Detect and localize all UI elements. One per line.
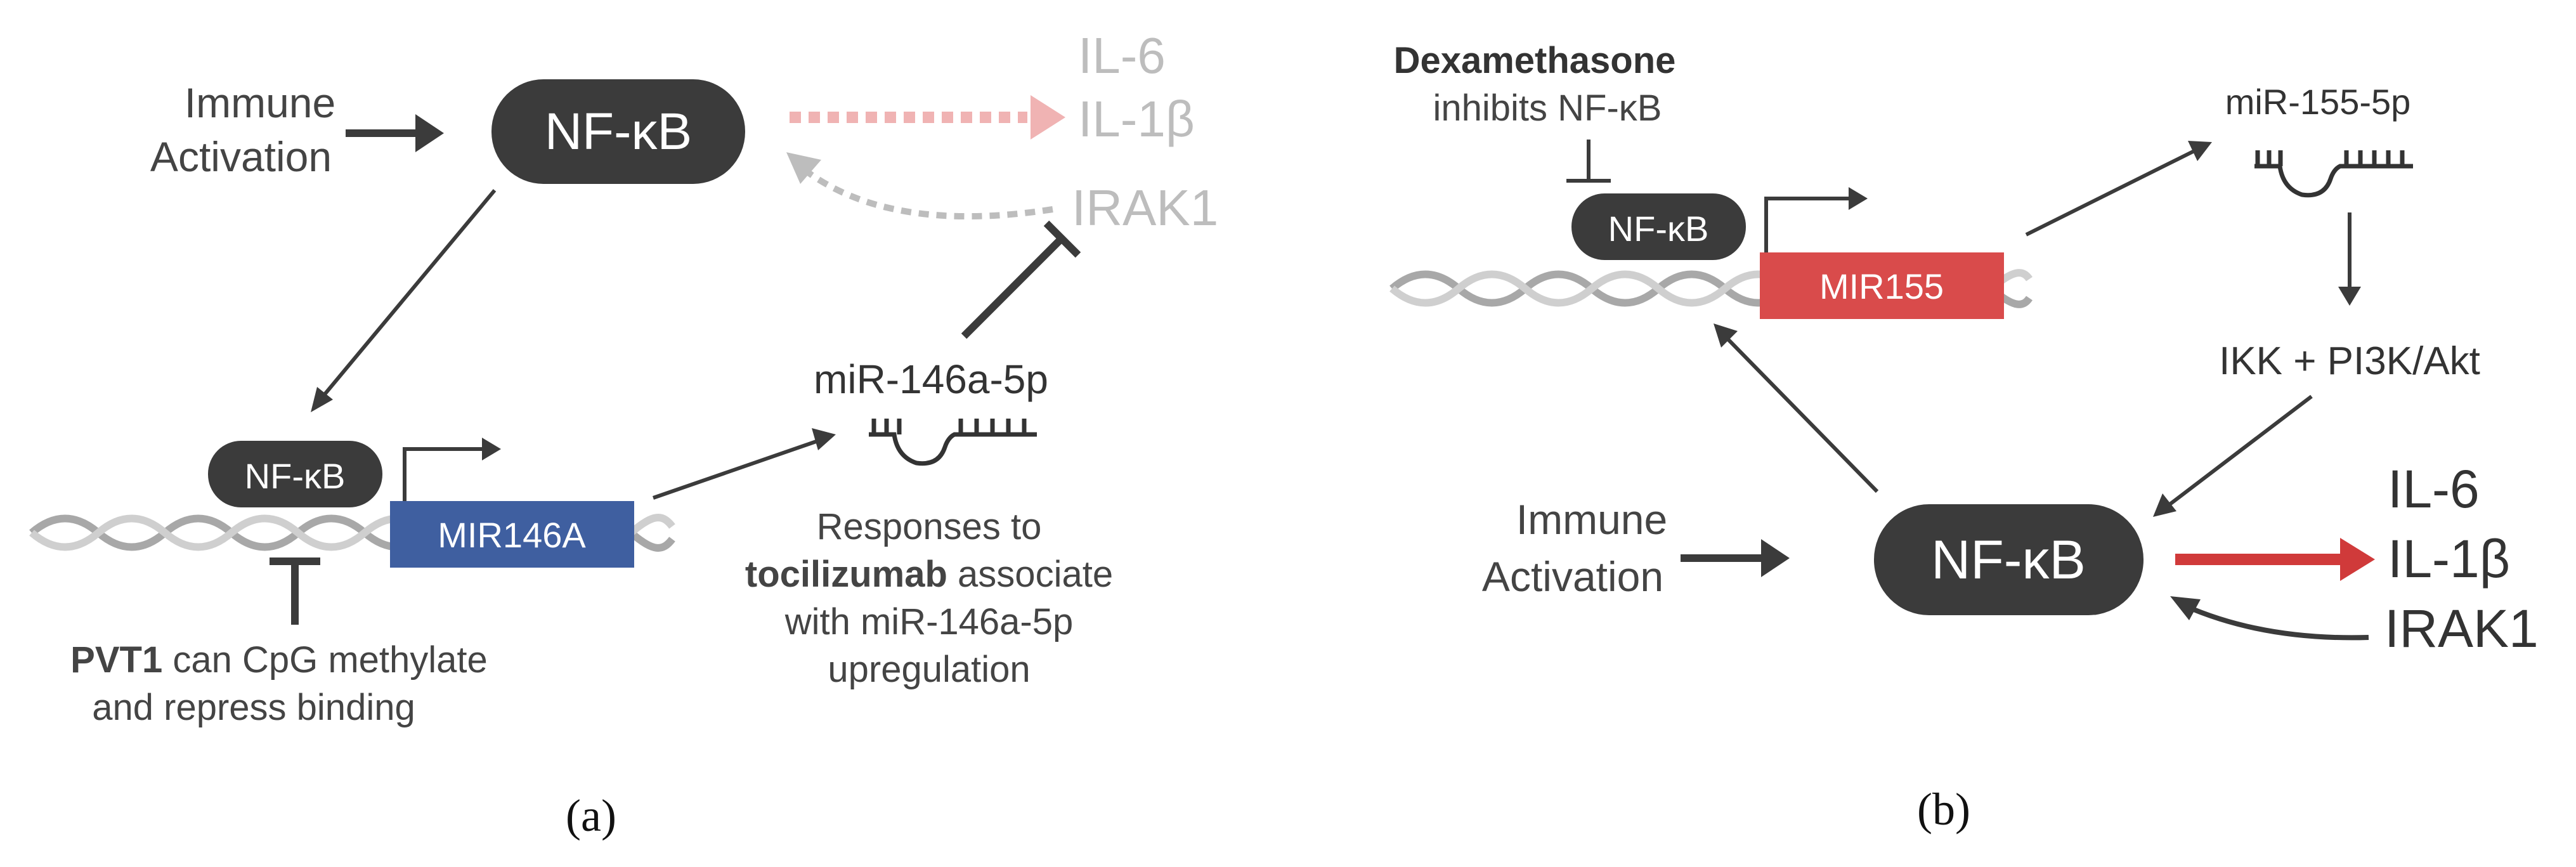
faded-feedback-arrow-a	[786, 152, 1053, 220]
ikk-pi3k-akt-label: IKK + PI3K/Akt	[2219, 339, 2480, 383]
promoter-arrow-b	[1764, 187, 1868, 257]
il6-label: IL-6	[2388, 459, 2480, 519]
dexamethasone-note: inhibits NF-κB	[1433, 88, 1662, 129]
mirna-inhibits-irak1-a	[961, 220, 1081, 339]
response-note-line3: with miR-146a-5p	[784, 601, 1074, 642]
arrow-immune-to-nfkb-a	[346, 114, 444, 152]
response-note-line2: tocilizumab associate	[745, 554, 1113, 595]
pvt1-note-line1: PVT1 can CpG methylate	[70, 639, 488, 681]
arrow-ikk-to-nfkb	[2153, 394, 2313, 517]
faded-il6-label: IL-6	[1078, 27, 1166, 84]
mir146a-gene-label: MIR146A	[438, 515, 586, 555]
nfkb-small-label-b: NF-κB	[1608, 209, 1709, 249]
nfkb-node-a: NF-κB	[491, 79, 745, 184]
mir155-5p-label: miR-155-5p	[2225, 82, 2411, 122]
mirna-hairpin-a	[869, 419, 1037, 466]
response-note-line1: Responses to	[817, 506, 1042, 547]
arrow-nfkb-to-promoter-a	[311, 189, 497, 412]
immune-activation-label-a2: Activation	[150, 133, 332, 180]
faded-arrow-to-cytokines-a	[790, 95, 1065, 140]
caption-b: (b)	[1917, 784, 1970, 835]
pvt1-note-line2: and repress binding	[92, 687, 415, 728]
nfkb-node-a-label: NF-κB	[545, 103, 692, 160]
feedback-arrow-b	[2170, 596, 2369, 641]
irak1-label: IRAK1	[2384, 599, 2539, 658]
dexamethasone-label: Dexamethasone	[1394, 40, 1676, 81]
nfkb-small-node-b: NF-κB	[1571, 193, 1746, 260]
nfkb-small-node-a: NF-κB	[208, 441, 382, 507]
promoter-arrow-a	[403, 438, 501, 507]
faded-irak1-label: IRAK1	[1072, 179, 1218, 236]
response-note-line4: upregulation	[828, 649, 1030, 690]
arrow-mirna-to-ikk	[2338, 212, 2361, 306]
pvt1-inhibition-mark	[270, 557, 320, 625]
caption-a: (a)	[566, 790, 616, 841]
immune-activation-label-a1: Immune	[185, 79, 335, 126]
mir155-gene-box: MIR155	[1760, 252, 2004, 319]
red-arrow-to-cytokines	[2175, 538, 2375, 581]
mir155-gene-label: MIR155	[1819, 266, 1944, 306]
arrow-gene-to-mirna-a	[653, 428, 836, 500]
mirna-hairpin-b	[2254, 150, 2413, 198]
arrow-nfkb-to-mir155-promoter	[1714, 323, 1879, 493]
nfkb-node-b-label: NF-κB	[1931, 530, 2086, 590]
mir146a-gene-box: MIR146A	[390, 501, 634, 568]
nfkb-node-b: NF-κB	[1874, 504, 2143, 615]
nfkb-small-label-a: NF-κB	[245, 456, 346, 496]
faded-il1b-label: IL-1β	[1078, 91, 1195, 147]
il1b-label: IL-1β	[2388, 529, 2510, 589]
immune-activation-label-b2: Activation	[1482, 553, 1663, 600]
panel-a: Immune Activation NF-κB IL-6 IL-1β IRAK1	[29, 27, 1218, 841]
mir146a-5p-label: miR-146a-5p	[814, 356, 1048, 402]
arrow-gene-to-mirna-b	[2025, 141, 2212, 237]
arrow-immune-to-nfkb-b	[1681, 539, 1790, 577]
immune-activation-label-b1: Immune	[1516, 496, 1667, 543]
dex-inhibition-mark	[1566, 140, 1611, 183]
panel-b: Dexamethasone inhibits NF-κB NF-κB MIR15…	[1389, 40, 2539, 835]
